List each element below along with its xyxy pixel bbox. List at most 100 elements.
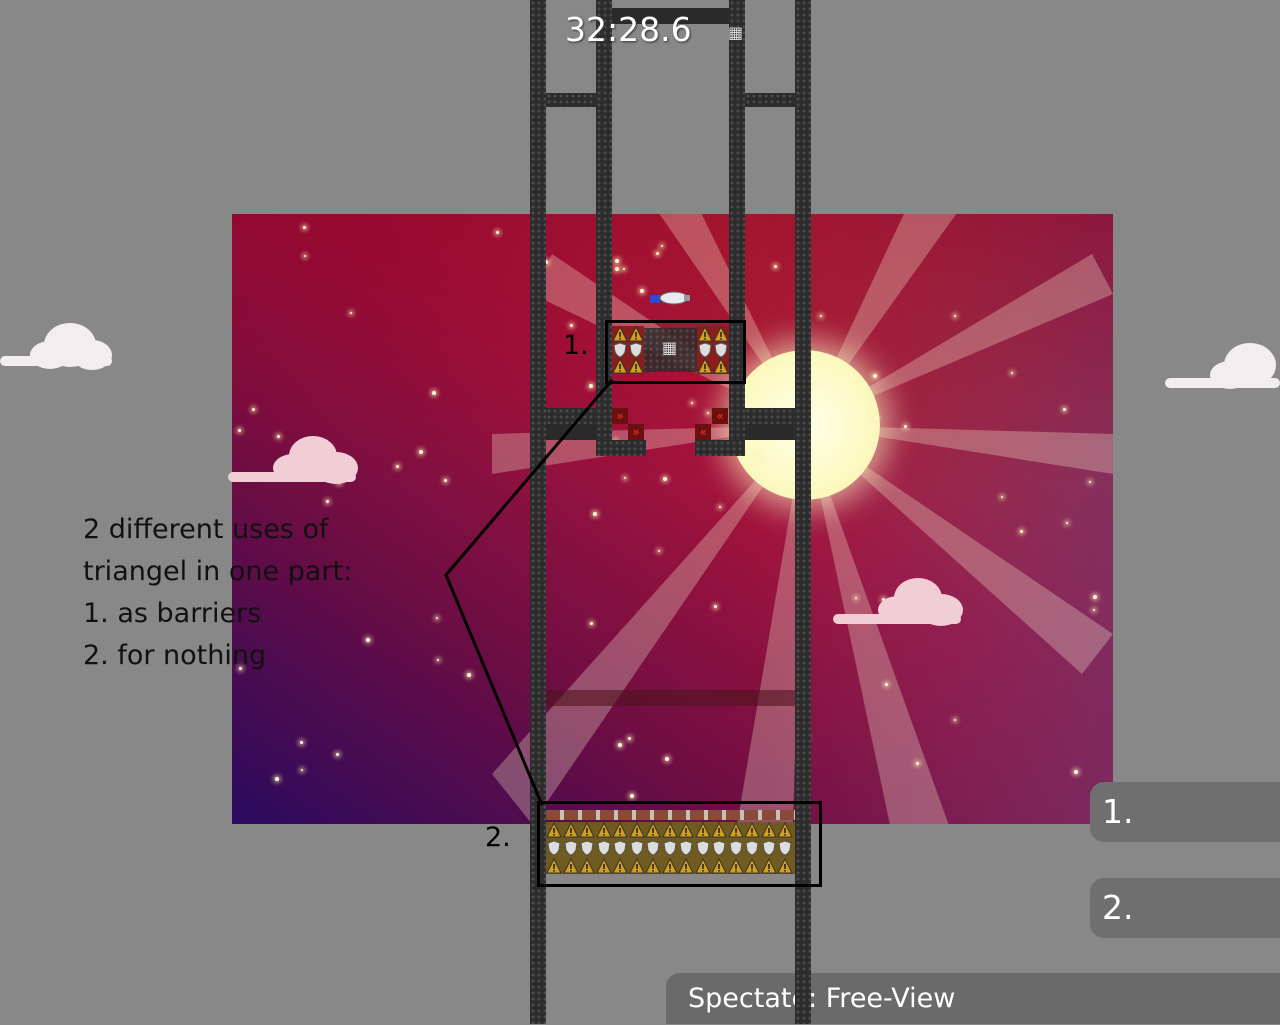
ledge	[745, 408, 795, 424]
annotation-line: 2. for nothing	[83, 640, 267, 671]
warning-triangle-icon	[579, 821, 595, 838]
star	[714, 605, 717, 608]
star	[544, 260, 548, 264]
star	[1011, 372, 1013, 374]
star	[350, 312, 352, 314]
star	[1063, 408, 1066, 411]
warning-triangle-icon	[645, 857, 661, 874]
star	[873, 374, 877, 378]
star	[885, 683, 888, 686]
shield-icon	[695, 840, 711, 856]
cloud-icon	[228, 436, 358, 484]
star	[570, 324, 573, 327]
warning-triangle-icon	[713, 357, 729, 374]
barrier-block-right	[697, 325, 729, 374]
star	[816, 382, 818, 384]
star	[820, 315, 822, 317]
warning-triangle-icon	[612, 357, 628, 374]
annotation-line: triangel in one part:	[83, 556, 353, 587]
star	[615, 259, 619, 263]
warning-triangle-icon	[546, 821, 562, 838]
speedup-arrow-icon: «	[695, 424, 711, 440]
star	[432, 391, 436, 395]
warning-triangle-icon	[628, 857, 645, 874]
star	[467, 673, 471, 677]
floor-platform	[546, 690, 795, 706]
side-panel-2[interactable]: 2.	[1090, 878, 1280, 938]
star	[275, 777, 279, 781]
warning-triangle-icon	[711, 821, 727, 838]
star	[1089, 481, 1091, 483]
shield-icon	[629, 840, 645, 856]
warning-triangle-icon	[694, 821, 711, 838]
warning-triangle-icon	[546, 857, 562, 874]
warning-triangle-icon	[562, 857, 579, 874]
star	[238, 429, 241, 432]
warning-triangle-icon	[595, 821, 612, 838]
warning-triangle-icon	[562, 821, 579, 838]
star	[336, 753, 339, 756]
side-panel-1[interactable]: 1.	[1090, 782, 1280, 842]
star	[300, 741, 303, 744]
cloud-icon	[833, 578, 963, 626]
warning-triangle-icon	[760, 821, 777, 838]
shield-icon	[713, 342, 729, 358]
checkpoint-icon: ▦	[728, 23, 744, 42]
shield-icon	[612, 342, 628, 358]
shield-icon	[546, 840, 562, 856]
warning-triangle-icon	[661, 821, 678, 838]
warning-triangle-icon	[661, 857, 678, 874]
shield-icon	[777, 840, 793, 856]
star	[663, 477, 667, 481]
warning-triangle-icon	[628, 325, 644, 342]
star	[303, 226, 306, 229]
crossbar	[546, 93, 596, 107]
annotation-marker-2: 2.	[485, 822, 511, 853]
star	[661, 245, 663, 247]
warning-triangle-icon	[760, 857, 777, 874]
warning-triangle-icon	[777, 857, 793, 874]
star	[1074, 770, 1078, 774]
shield-icon	[662, 840, 678, 856]
warning-triangle-icon	[697, 325, 713, 342]
warning-triangle-icon	[628, 821, 645, 838]
warning-triangle-icon	[678, 857, 694, 874]
warning-triangle-icon	[777, 821, 793, 838]
warning-triangle-icon	[678, 821, 694, 838]
warning-triangle-icon	[713, 325, 729, 342]
side-panel-label: 2.	[1102, 888, 1134, 927]
side-panel-label: 1.	[1102, 792, 1134, 831]
annotation-line: 1. as barriers	[83, 598, 262, 629]
star	[916, 762, 919, 765]
star	[665, 757, 669, 761]
checkpoint-icon: ▦	[662, 338, 678, 357]
shield-icon	[697, 342, 713, 358]
star	[640, 289, 644, 293]
annotation-marker-1: 1.	[563, 330, 589, 361]
star	[1093, 609, 1095, 611]
shield-icon	[563, 840, 579, 856]
warning-triangle-icon	[628, 357, 644, 374]
annotation-box-1	[605, 320, 746, 384]
star	[623, 268, 625, 270]
annotation-line: 2 different uses of	[83, 514, 329, 545]
warning-triangle-icon	[612, 821, 628, 838]
speedup-arrow-icon: »	[612, 408, 628, 424]
wall-right-outer	[795, 0, 811, 1024]
star	[1093, 595, 1097, 599]
star	[874, 416, 878, 420]
star	[954, 315, 956, 317]
crossbar	[745, 93, 795, 107]
spectate-mode-bar[interactable]: Spectate: Free-View	[666, 973, 1280, 1024]
star	[774, 265, 777, 268]
wall-right-outer-overlay	[795, 973, 811, 1024]
barrier-block-left	[612, 325, 644, 374]
star	[304, 255, 306, 257]
top-bar	[612, 8, 729, 24]
star	[658, 550, 660, 552]
star	[855, 597, 857, 599]
star	[615, 267, 619, 271]
wall-right-inner	[729, 0, 745, 455]
speedup-arrow-icon: «	[712, 408, 728, 424]
cloud-icon	[0, 323, 112, 370]
